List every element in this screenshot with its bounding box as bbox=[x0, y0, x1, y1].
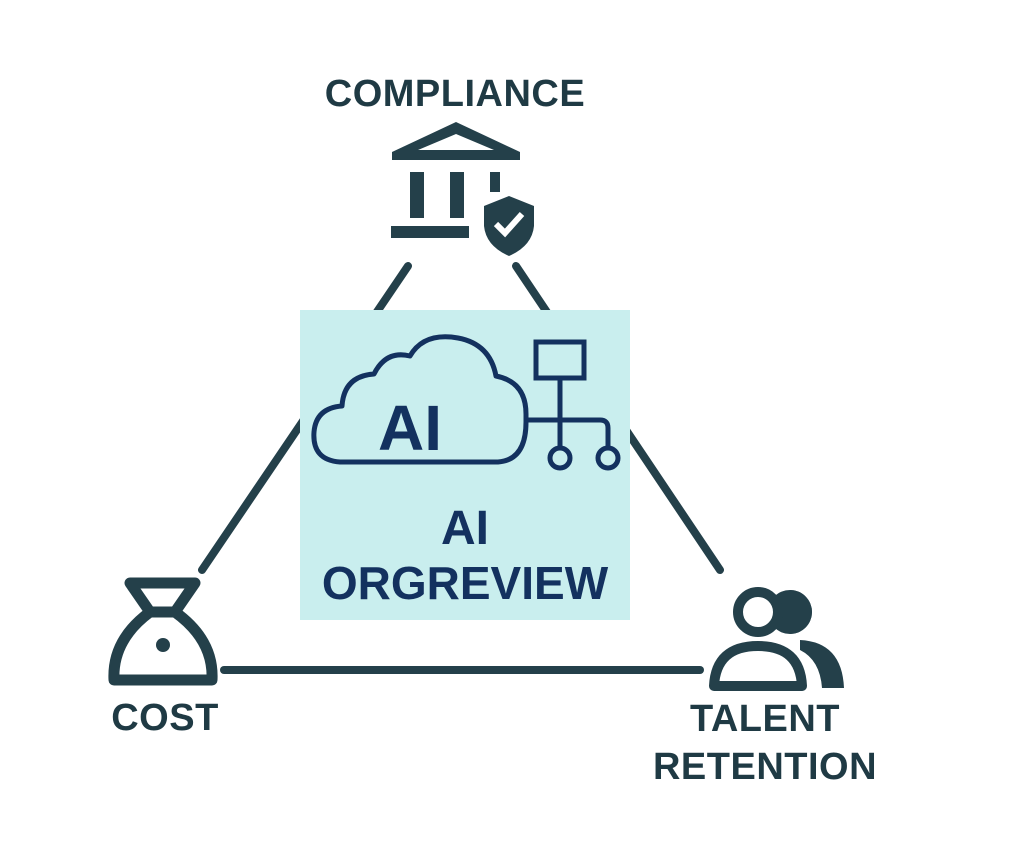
cost-label: COST bbox=[111, 697, 219, 739]
center-title-line1: AI bbox=[441, 502, 489, 555]
center-box: AI AI ORGREVIEW bbox=[300, 310, 630, 620]
bank-shield-icon bbox=[391, 122, 534, 256]
cloud-ai-text: AI bbox=[378, 392, 442, 464]
people-icon bbox=[709, 587, 844, 691]
compliance-label: COMPLIANCE bbox=[324, 73, 586, 115]
center-title-line2: ORGREVIEW bbox=[321, 557, 609, 609]
ai-cloud-network-icon: AI bbox=[311, 334, 621, 471]
talent-label-line1: TALENT bbox=[689, 698, 841, 740]
talent-label-line2: RETENTION bbox=[652, 746, 878, 788]
money-bag-icon bbox=[108, 577, 218, 686]
